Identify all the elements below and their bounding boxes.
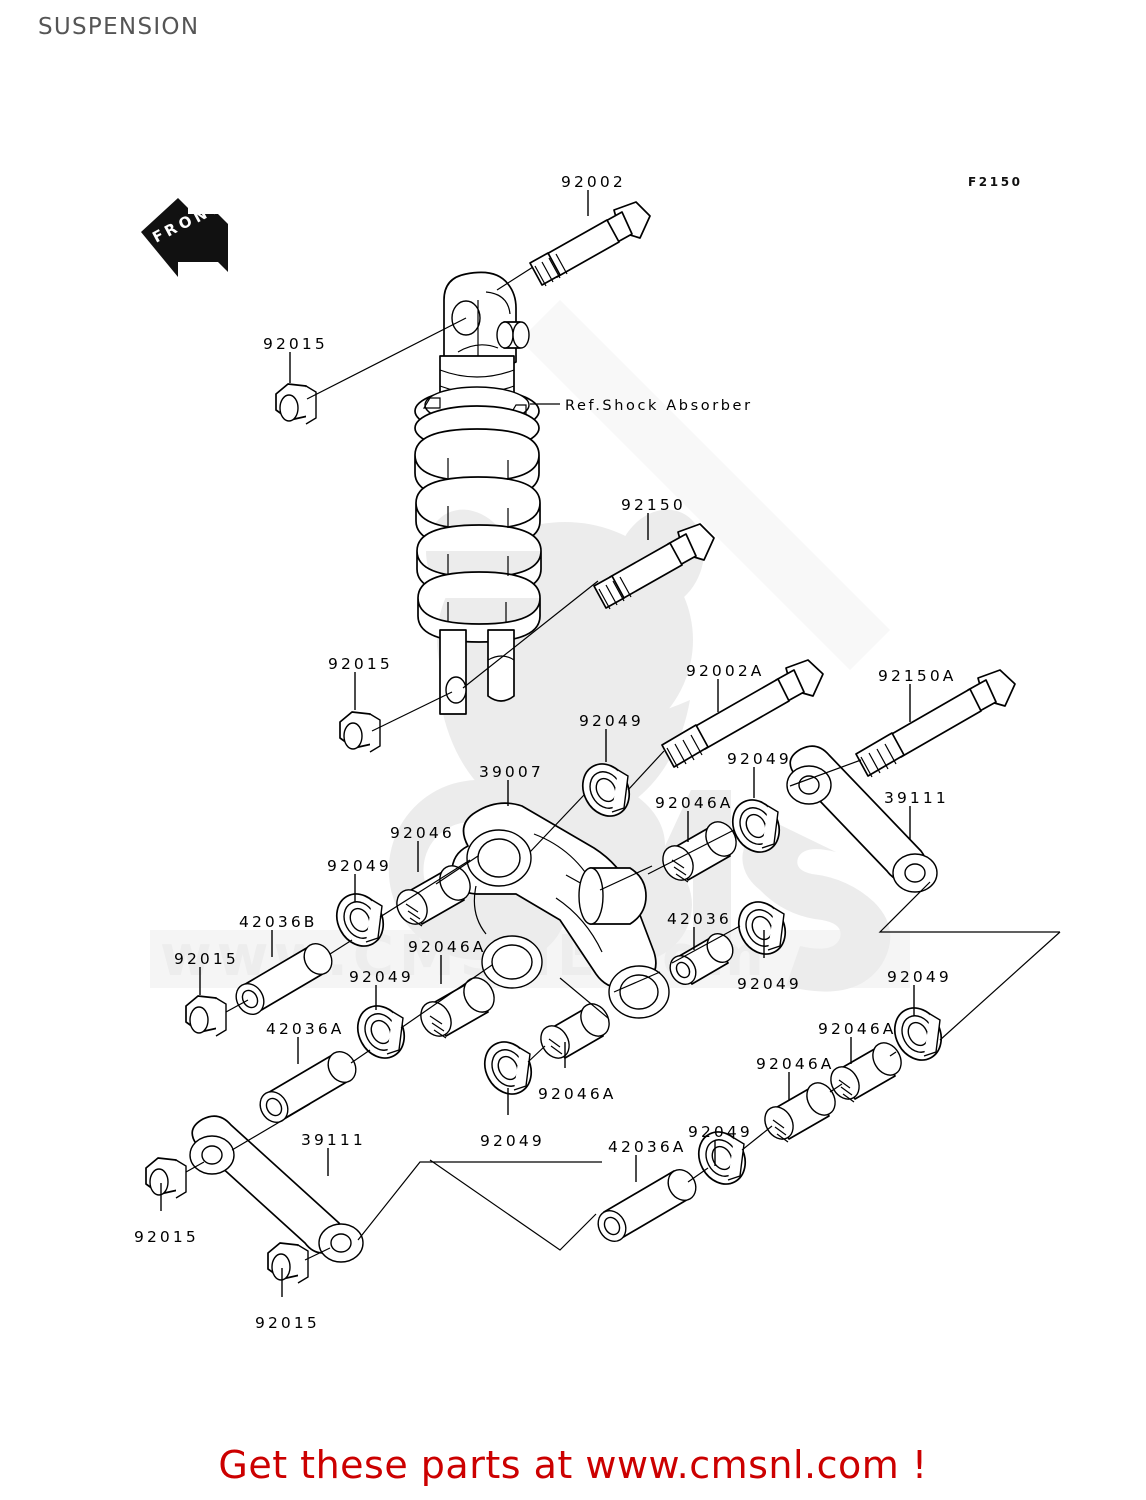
reference-callout: Ref.Shock Absorber [565, 398, 753, 414]
part-92015-nut-mid [339, 711, 381, 753]
figure-code: F2150 [968, 175, 1023, 189]
part-92049-seal-a [335, 893, 385, 947]
part-label-92046: 92046 [390, 824, 455, 842]
part-39111-tierod-left [189, 1115, 364, 1263]
part-label-92150a: 92150A [878, 667, 957, 685]
part-label-92049: 92049 [480, 1132, 545, 1150]
part-92049-seal-g [697, 1131, 747, 1185]
part-92049-seal-h [893, 1007, 943, 1061]
part-label-39111: 39111 [884, 789, 949, 807]
part-92049-seal-c [483, 1041, 533, 1095]
part-92046-bearing [396, 865, 471, 927]
coil-spring [414, 428, 542, 643]
part-92015-nut-left-low [185, 995, 227, 1037]
part-92046A-bearing-left [420, 977, 495, 1039]
part-label-42036a: 42036A [608, 1138, 687, 1156]
part-42036-sleeve [669, 932, 734, 986]
assembly-lines [185, 266, 1061, 1261]
part-92046A-bearing-e [764, 1082, 836, 1143]
part-label-92046a: 92046A [818, 1020, 897, 1038]
part-label-92049: 92049 [727, 750, 792, 768]
part-label-92046a: 92046A [538, 1085, 617, 1103]
part-92049-seal-e [731, 799, 781, 853]
part-92015-nut-bl1 [145, 1157, 187, 1199]
page-title: SUSPENSION [38, 14, 200, 40]
part-92150-bolt [593, 523, 715, 610]
part-92049-seal-d [581, 763, 631, 817]
part-label-92002: 92002 [561, 173, 626, 191]
part-label-92049: 92049 [349, 968, 414, 986]
part-92049-seal-f [737, 901, 787, 955]
part-92150A-bolt [855, 669, 1016, 778]
part-label-92015: 92015 [255, 1314, 320, 1332]
part-label-39007: 39007 [479, 763, 544, 781]
footer-promo-text: Get these parts at www.cmsnl.com ! [218, 1443, 928, 1487]
part-label-92049: 92049 [737, 975, 802, 993]
part-label-92046a: 92046A [655, 794, 734, 812]
part-label-42036b: 42036B [239, 913, 318, 931]
part-92015-nut-bl2 [267, 1242, 309, 1284]
part-label-92150: 92150 [621, 496, 686, 514]
part-42036A-sleeve-right [597, 1168, 697, 1243]
part-92049-seal-b [356, 1005, 406, 1059]
part-label-92049: 92049 [887, 968, 952, 986]
part-shock-absorber [414, 271, 542, 715]
part-42036A-sleeve-left [259, 1050, 357, 1124]
part-label-39111: 39111 [301, 1131, 366, 1149]
part-label-92015: 92015 [328, 655, 393, 673]
part-label-92049: 92049 [327, 857, 392, 875]
part-label-92046a: 92046A [408, 938, 487, 956]
part-label-92002a: 92002A [686, 662, 765, 680]
part-label-42036: 42036 [667, 910, 732, 928]
part-label-92015: 92015 [174, 950, 239, 968]
part-label-92049: 92049 [579, 712, 644, 730]
part-label-92015: 92015 [263, 335, 328, 353]
part-92046A-bearing-c [540, 1003, 610, 1059]
part-label-92049: 92049 [688, 1123, 753, 1141]
part-92002A-bolt [661, 659, 824, 769]
part-label-42036a: 42036A [266, 1020, 345, 1038]
part-92002-bolt [529, 201, 651, 287]
part-label-92015: 92015 [134, 1228, 199, 1246]
part-label-92046a: 92046A [756, 1055, 835, 1073]
